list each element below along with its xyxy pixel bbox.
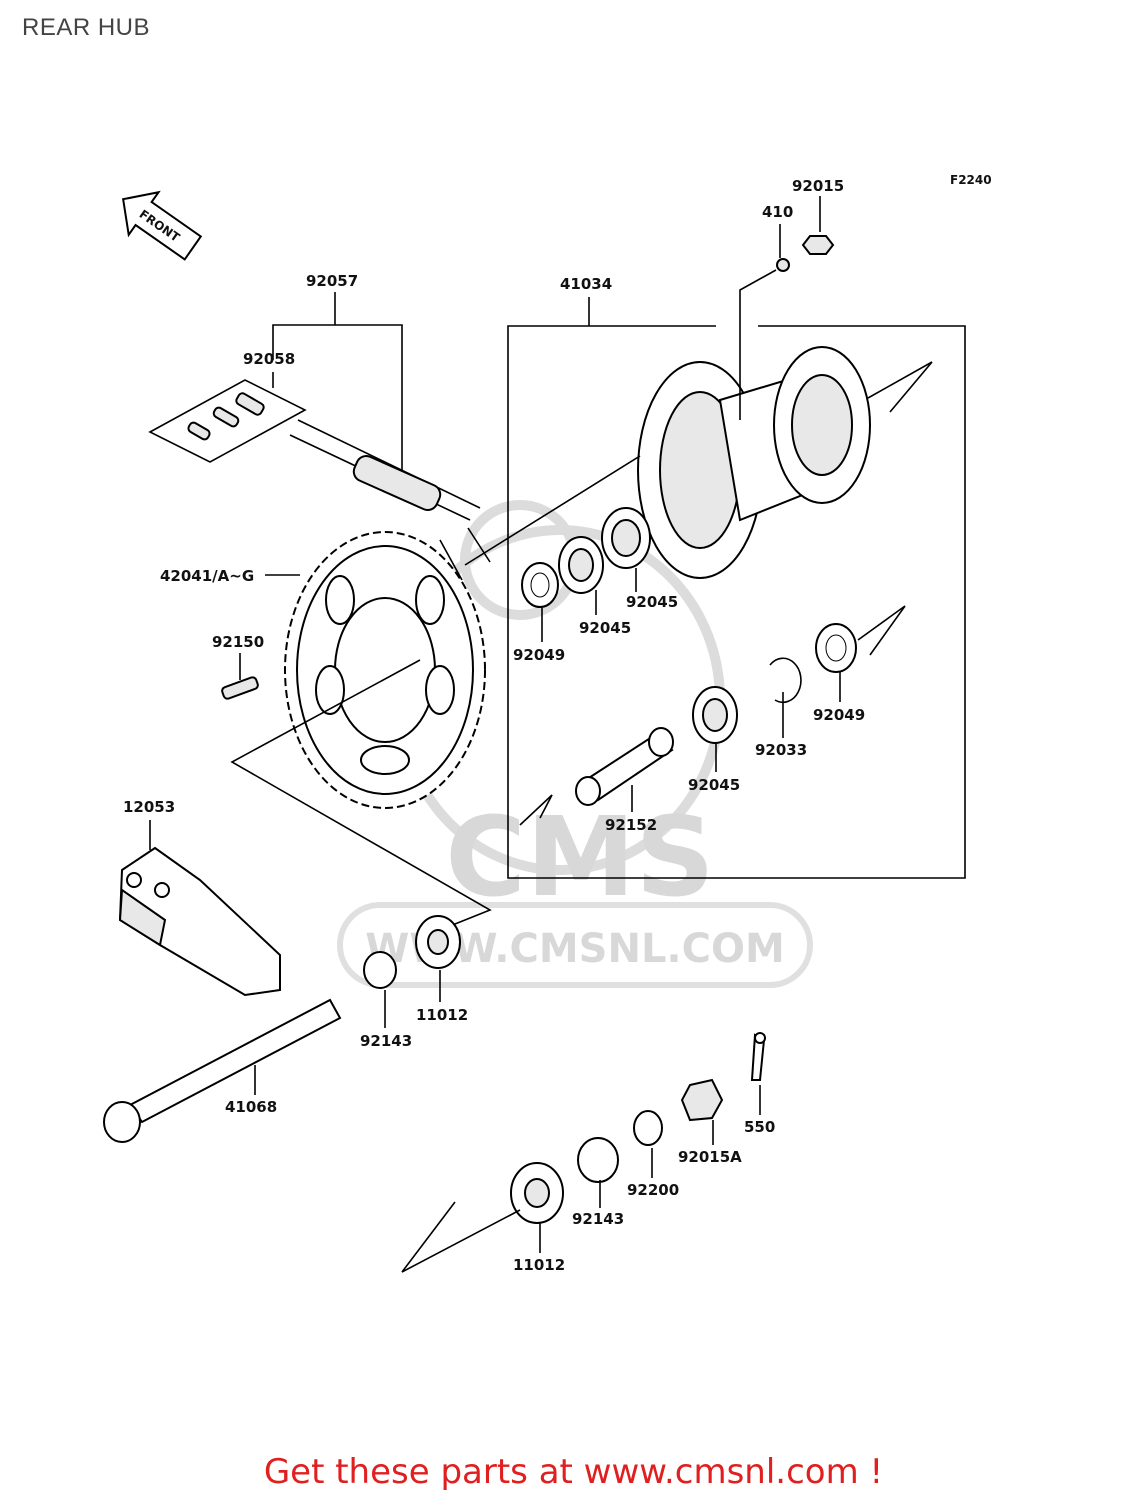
label-92015a: 92015A (678, 1148, 742, 1166)
label-41034: 41034 (560, 275, 612, 293)
label-410: 410 (762, 203, 793, 221)
label-92049-b: 92049 (813, 706, 865, 724)
chain-bracket (272, 292, 403, 480)
label-92058: 92058 (243, 350, 295, 368)
label-550: 550 (744, 1118, 775, 1136)
left-spacer-group (363, 915, 461, 1028)
label-92143-b: 92143 (572, 1210, 624, 1228)
label-92200: 92200 (627, 1181, 679, 1199)
footer-banner: Get these parts at www.cmsnl.com ! (0, 1452, 1147, 1492)
master-link-kit (148, 379, 307, 463)
label-92152: 92152 (605, 816, 657, 834)
sprocket-bolt (221, 653, 259, 700)
label-92045-b: 92045 (579, 619, 631, 637)
label-92049-a: 92049 (513, 646, 565, 664)
label-92143-a: 92143 (360, 1032, 412, 1050)
part-labels: 92015 410 41034 92057 92058 42041/A~G 92… (123, 177, 865, 1274)
hub-assembly-bracket (507, 297, 966, 879)
label-92057: 92057 (306, 272, 358, 290)
drive-chain (289, 419, 491, 581)
label-92045-a: 92045 (626, 593, 678, 611)
figure-code: F2240 (950, 173, 992, 187)
front-direction-icon: FRONT (122, 190, 203, 261)
label-11012-b: 11012 (513, 1256, 565, 1274)
chain-guide (118, 820, 281, 997)
rear-hub (464, 346, 933, 579)
hub-stud-leader (739, 196, 835, 420)
label-92150: 92150 (212, 633, 264, 651)
watermark-logo: CMS (445, 793, 714, 921)
right-side-hardware (401, 1032, 766, 1273)
footer-link[interactable]: Get these parts at www.cmsnl.com ! (263, 1452, 884, 1492)
hub-collar (519, 727, 674, 826)
label-42041: 42041/A~G (160, 567, 254, 585)
label-41068: 41068 (225, 1098, 277, 1116)
page-title: REAR HUB (22, 14, 151, 41)
label-92033: 92033 (755, 741, 807, 759)
label-92045-c: 92045 (688, 776, 740, 794)
label-11012-a: 11012 (416, 1006, 468, 1024)
rear-axle (103, 998, 342, 1143)
rear-sprocket (265, 531, 486, 809)
label-12053: 12053 (123, 798, 175, 816)
label-92015: 92015 (792, 177, 844, 195)
sprocket-leader (230, 659, 492, 931)
bearing-seal-group (521, 507, 906, 772)
